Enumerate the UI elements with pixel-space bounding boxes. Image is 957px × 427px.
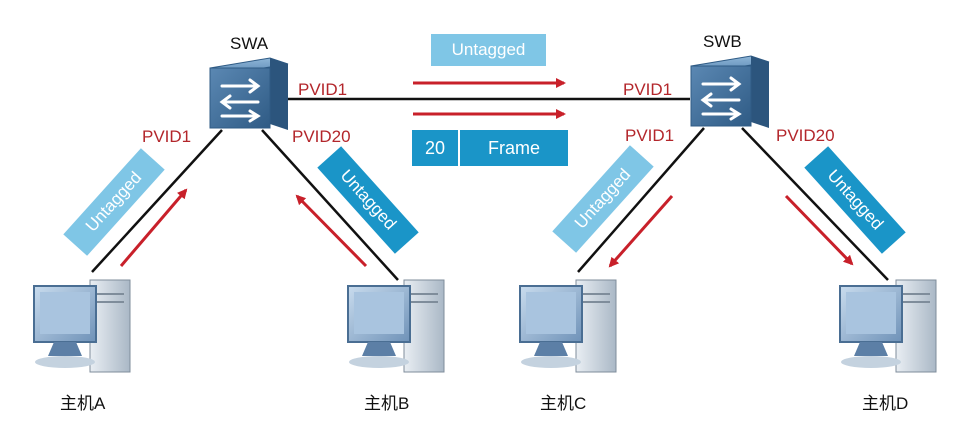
link-swb-host-d	[741, 127, 889, 281]
host-a-icon	[33, 279, 131, 373]
pvid-swa-host-a: PVID1	[142, 127, 192, 146]
link-swa-host-a	[91, 129, 223, 273]
host-c-icon	[519, 279, 617, 373]
frame-label: Frame	[487, 137, 540, 158]
pvid-swb-host-d: PVID20	[776, 126, 835, 145]
arrow-host-c-down	[608, 195, 674, 268]
arrow-host-b-up	[295, 194, 368, 268]
host-d-icon	[839, 279, 937, 373]
swb-label: SWB	[703, 32, 742, 51]
links	[91, 97, 889, 281]
swa-label: SWA	[230, 34, 269, 53]
host-b-label: 主机B	[364, 394, 410, 413]
pvid-swb-trunk: PVID1	[623, 80, 673, 99]
pvid-swa-host-b: PVID20	[292, 127, 351, 146]
host-d-label: 主机D	[862, 394, 909, 413]
arrow-host-d-down	[784, 194, 854, 266]
arrow-host-a-up	[119, 188, 188, 267]
tag-untagged-trunk: Untagged	[431, 34, 546, 66]
frame-vlan-id: 20	[412, 130, 460, 166]
host-b-icon	[347, 279, 445, 373]
switch-swa-icon	[209, 57, 289, 130]
tagged-frame: 20 Frame	[412, 130, 568, 166]
link-swb-host-c	[577, 127, 705, 273]
host-a-label: 主机A	[60, 394, 106, 413]
host-c-label: 主机C	[540, 394, 587, 413]
pvid-swb-host-c: PVID1	[625, 126, 675, 145]
pvid-swa-trunk: PVID1	[298, 80, 348, 99]
link-swa-host-b	[261, 129, 399, 281]
switch-swb-icon	[690, 55, 770, 128]
arrows	[119, 78, 854, 268]
